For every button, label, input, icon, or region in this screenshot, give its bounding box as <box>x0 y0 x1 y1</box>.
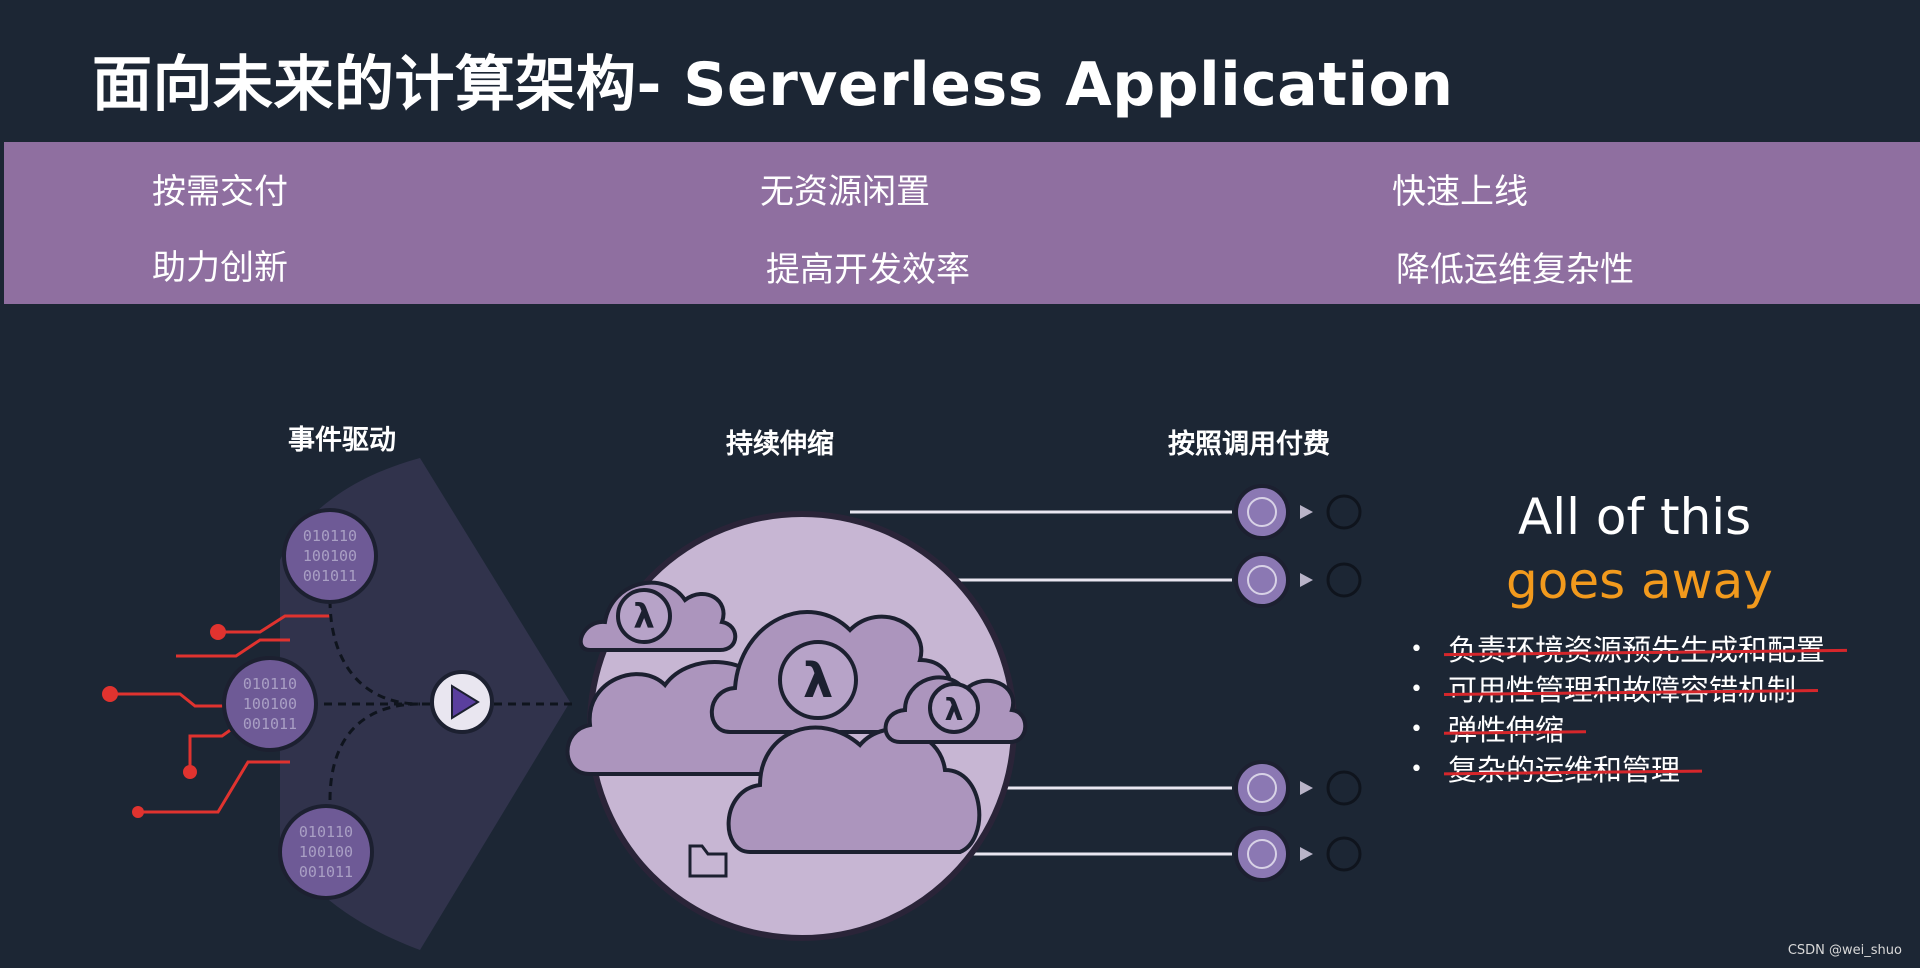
lambda-icon: λ <box>928 682 980 734</box>
cloud-bottom <box>726 725 982 854</box>
page-title: 面向未来的计算架构- Serverless Application <box>92 50 1454 120</box>
play-icon <box>430 670 494 734</box>
svg-text:λ: λ <box>803 653 833 709</box>
stage-label-event-driven: 事件驱动 <box>288 425 396 456</box>
benefit-fast-launch: 快速上线 <box>1392 172 1528 212</box>
benefits-band: 按需交付 无资源闲置 快速上线 助力创新 提高开发效率 降低运维复杂性 <box>4 142 1920 304</box>
bullet-icon: • <box>1410 637 1423 662</box>
folder-icon <box>688 844 728 878</box>
binary-text: 010110 <box>243 675 297 693</box>
binary-circle-bottom <box>278 804 374 900</box>
bullet-icon: • <box>1410 757 1423 782</box>
svg-text:λ: λ <box>945 693 964 728</box>
bullet-icon: • <box>1410 677 1423 702</box>
list-item: • 负责环境资源预先生成和配置 <box>1406 630 1825 670</box>
binary-circle-top <box>282 508 378 604</box>
event-dot <box>132 806 144 818</box>
stage-label-pay-per-call: 按照调用付费 <box>1168 429 1330 460</box>
binary-text: 010110 <box>299 823 353 841</box>
binary-text: 001011 <box>243 715 297 733</box>
binary-circle-middle <box>222 656 318 752</box>
binary-text: 001011 <box>303 567 357 585</box>
binary-text: 100100 <box>299 843 353 861</box>
dashed-flows <box>310 599 572 801</box>
goes-away-subheading: goes away <box>1506 552 1773 610</box>
benefit-no-idle: 无资源闲置 <box>760 172 930 212</box>
lambda-icon: λ <box>778 640 858 720</box>
lambda-icon: λ <box>616 588 672 644</box>
event-dot <box>210 624 226 640</box>
struck-item-text: 可用性管理和故障容错机制 <box>1448 670 1796 710</box>
output-lines <box>850 510 1232 856</box>
benefit-dev-efficiency: 提高开发效率 <box>766 250 970 290</box>
list-item: • 可用性管理和故障容错机制 <box>1406 670 1825 710</box>
struck-item-text: 复杂的运维和管理 <box>1448 750 1680 790</box>
binary-text: 001011 <box>299 863 353 881</box>
binary-text: 100100 <box>303 547 357 565</box>
goes-away-heading: All of this <box>1518 488 1752 546</box>
binary-text: 010110 <box>303 527 357 545</box>
binary-text: 100100 <box>243 695 297 713</box>
struck-item-text: 负责环境资源预先生成和配置 <box>1448 630 1825 670</box>
goes-away-list: • 负责环境资源预先生成和配置 • 可用性管理和故障容错机制 • 弹性伸缩 • 复杂的运… <box>1406 630 1825 790</box>
billing-meter-icon <box>1234 826 1362 882</box>
list-item: • 弹性伸缩 <box>1406 710 1825 750</box>
event-dot <box>102 686 118 702</box>
benefit-innovation: 助力创新 <box>152 248 288 288</box>
watermark: CSDN @wei_shuo <box>1787 943 1902 958</box>
svg-text:λ: λ <box>633 597 655 637</box>
stage-label-continuous-scaling: 持续伸缩 <box>726 429 834 460</box>
event-dots <box>102 624 226 818</box>
bullet-icon: • <box>1410 717 1423 742</box>
struck-item-text: 弹性伸缩 <box>1448 710 1564 750</box>
event-dot <box>183 765 197 779</box>
billing-meter-icon <box>1234 552 1362 608</box>
benefit-on-demand: 按需交付 <box>152 172 288 212</box>
list-item: • 复杂的运维和管理 <box>1406 750 1825 790</box>
billing-meter-icon <box>1234 760 1362 816</box>
billing-meter-icon <box>1234 484 1362 540</box>
benefit-lower-ops: 降低运维复杂性 <box>1396 250 1634 290</box>
